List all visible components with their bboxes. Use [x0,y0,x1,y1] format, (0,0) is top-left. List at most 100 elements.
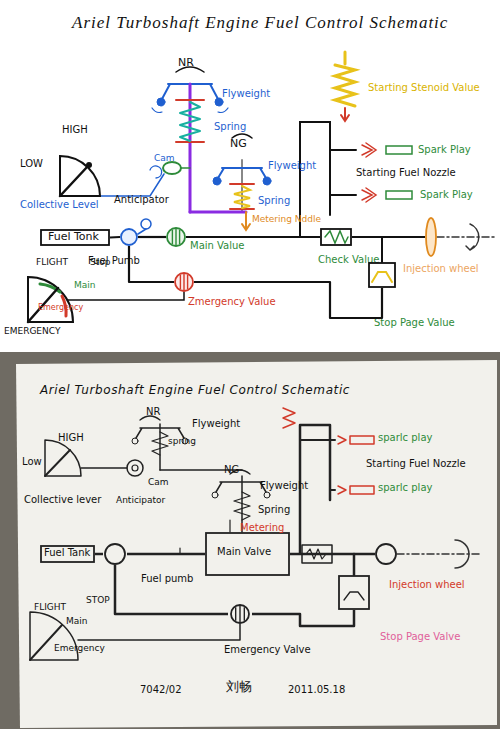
node-label: Zmergency Value [188,296,276,307]
hand-drawn-circuit-part [455,540,469,568]
fuel-line [138,236,166,238]
ng-governor-part [234,186,250,208]
ng-governor-part [213,177,221,185]
node-label: Emergency Valve [224,644,311,655]
node-shape [105,544,125,564]
part-label: Flyweight [222,88,270,99]
part-label: Flyweight [260,480,308,491]
fuel-line [352,236,425,238]
part-label: EMERGENCY [4,327,60,337]
cam-linkage-part [181,167,190,169]
hatch-line [179,230,180,244]
node-shape [167,228,185,246]
valve-symbol: Main Value [166,227,186,247]
starting-fuel-circuit-part [341,108,349,121]
part-label: Metering [240,522,284,533]
component-box: Fuel Tank [40,545,95,563]
hatch-line [239,606,240,622]
starting-fuel-circuit-part [386,146,412,154]
part-label: NG [224,464,239,475]
nr-governor-part [215,98,223,106]
node-label: Main Value [190,240,245,251]
node-shape [175,273,193,291]
node-label: Stop Page Valve [380,631,460,642]
part-label: Ariel Turboshaft Engine Fuel Control Sch… [40,384,350,397]
part-label: Stop [90,258,110,268]
fuel-line [186,236,320,238]
part-label: Starting Fuel Nozzle [356,167,456,178]
part-label: Starting Stenoid Value [368,82,480,93]
part-label: sparlc play [378,482,432,493]
hand-drawn-governors-part [81,467,127,468]
node-label: Injection wheel [389,579,465,590]
ng-governor-part [263,177,271,185]
node-outline [425,217,437,257]
collective-lever-part [60,156,100,196]
hand-drawn-governors-part [152,432,168,455]
hand-drawn-governors-part [132,465,138,471]
part-label: Anticipator [114,194,169,205]
nr-governor-part [180,102,200,141]
starting-fuel-circuit-part [344,52,347,64]
node-shape [121,229,137,245]
starting-fuel-circuit-part [335,65,355,106]
node-shape [339,576,369,609]
node-shape [231,605,249,623]
collective-lever-part [141,219,151,229]
hand-drawn-circuit-part [350,486,374,494]
node-shape [369,263,395,287]
hand-drawn-circuit-part [306,549,326,559]
part-label: Main [74,281,96,291]
hand-drawn-circuit-part [302,545,332,563]
hatch-line [187,275,188,289]
nr-governor-part [157,98,165,106]
hand-drawn-circuit-part [353,554,356,575]
hand-drawn-governors [45,416,270,532]
fuel-line [194,282,382,318]
valve-details-part [437,236,495,238]
cam-linkage-part [163,162,181,174]
nr-governor [152,67,228,212]
photo-background-part [0,352,500,729]
node-shape [206,533,289,575]
hand-drawn-governors-part [132,438,138,444]
part-label: Low [22,456,42,467]
starting-fuel-circuit-part [362,188,376,202]
hand-drawn-governors-part [159,424,161,470]
node-outline [338,575,370,610]
part-label: Spark Play [418,144,471,155]
fuel-line [129,246,174,282]
part-label: 刘畅 [226,680,252,694]
component-box: Stop Page Valve [338,575,370,610]
hand-drawn-circuit-part [338,486,346,494]
component-box: Stop Page Value [368,262,396,288]
hatch-line [183,274,184,290]
node-label: Stop Page Value [374,317,455,328]
hand-drawn-governors-part [264,492,270,498]
hatch-line [235,607,236,620]
part-label: FLIGHT [36,258,68,268]
fuel-line [252,610,354,626]
hand-drawn-circuit-part [338,436,346,444]
photo-background-part [16,360,497,728]
fuel-line [127,553,205,556]
part-label: Cam [154,154,175,164]
valve-symbol: Injection wheel [425,217,437,257]
node-label: Fuel Tank [44,547,90,558]
ng-governor-part [190,211,246,214]
title-text: Ariel Turboshaft Engine Fuel Control Sch… [72,14,448,33]
part-label: NR [178,57,194,69]
part-label: 7042/02 [140,684,182,695]
hand-drawn-circuit-part [78,624,240,640]
part-label: Main [66,617,88,627]
component-box: Fuel Tonk [40,229,110,246]
valve-symbol: Injection wheel [375,543,397,565]
node-shape [426,218,436,256]
valve-details-part [372,272,392,282]
part-label: Flyweight [192,418,240,429]
part-label: Starting Fuel Nozzle [366,458,466,469]
valve-symbol: Fuel pumb [103,543,127,565]
node-outline [166,227,186,247]
hand-drawn-circuit-part [350,436,374,444]
